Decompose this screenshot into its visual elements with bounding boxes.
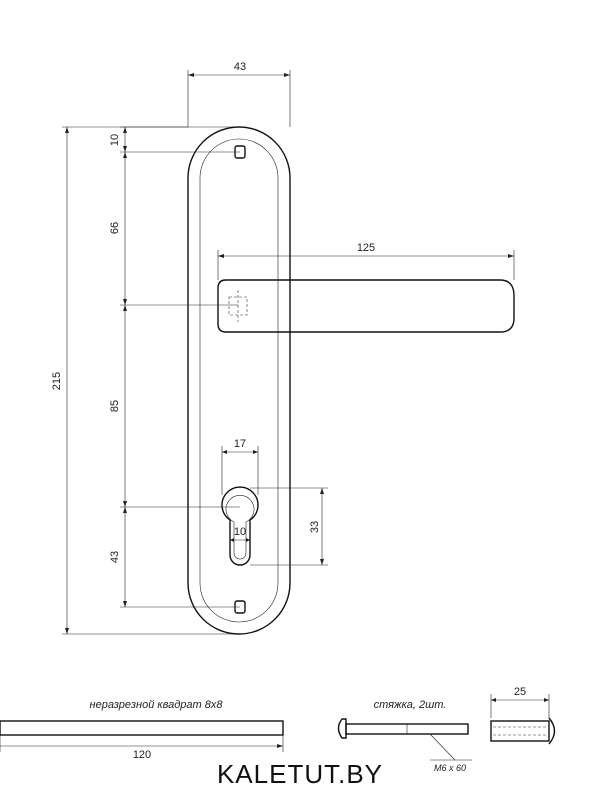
sleeve-part: 25: [490, 686, 556, 745]
back-plate: [187, 126, 291, 635]
dim-handle-length-label: 125: [357, 242, 375, 254]
spindle-part: неразрезной квадрат 8х8 120: [0, 699, 284, 761]
lever-handle: [217, 279, 515, 333]
dim-cylinder-height-label: 33: [309, 521, 321, 533]
screw-part: стяжка, 2шт. М6 х 60: [337, 699, 472, 773]
dim-cylinder-bottom-label: 10: [234, 526, 246, 538]
dim-handle-cylinder-label: 85: [109, 400, 121, 412]
dim-plate-width: 43: [187, 61, 291, 127]
sleeve-length-label: 25: [514, 686, 526, 698]
screw-caption: стяжка, 2шт.: [374, 699, 447, 711]
dim-cylinder-bottom-label: 43: [109, 551, 121, 563]
dim-cylinder-width: 17: [221, 438, 259, 495]
dim-total-height: 215: [51, 126, 240, 635]
dim-plate-width-label: 43: [234, 61, 246, 73]
spindle-length-label: 120: [133, 749, 151, 761]
dim-handle-length: 125: [217, 242, 515, 280]
dim-left-chain: 10 66 85 43: [109, 126, 240, 608]
dim-cylinder-bottom: 10: [230, 526, 250, 542]
screw-spec-label: М6 х 60: [434, 763, 466, 773]
spindle-caption: неразрезной квадрат 8х8: [90, 699, 224, 711]
brand-logo: KALETUT.BY: [217, 759, 383, 789]
cylinder-cutout: [221, 486, 259, 566]
dim-cylinder-width-label: 17: [234, 438, 246, 450]
dim-cylinder-height: 33: [250, 487, 328, 566]
dim-top-offset-label: 10: [109, 134, 121, 146]
dim-handle-hole-label: 66: [109, 222, 121, 234]
dim-total-height-label: 215: [51, 372, 63, 390]
